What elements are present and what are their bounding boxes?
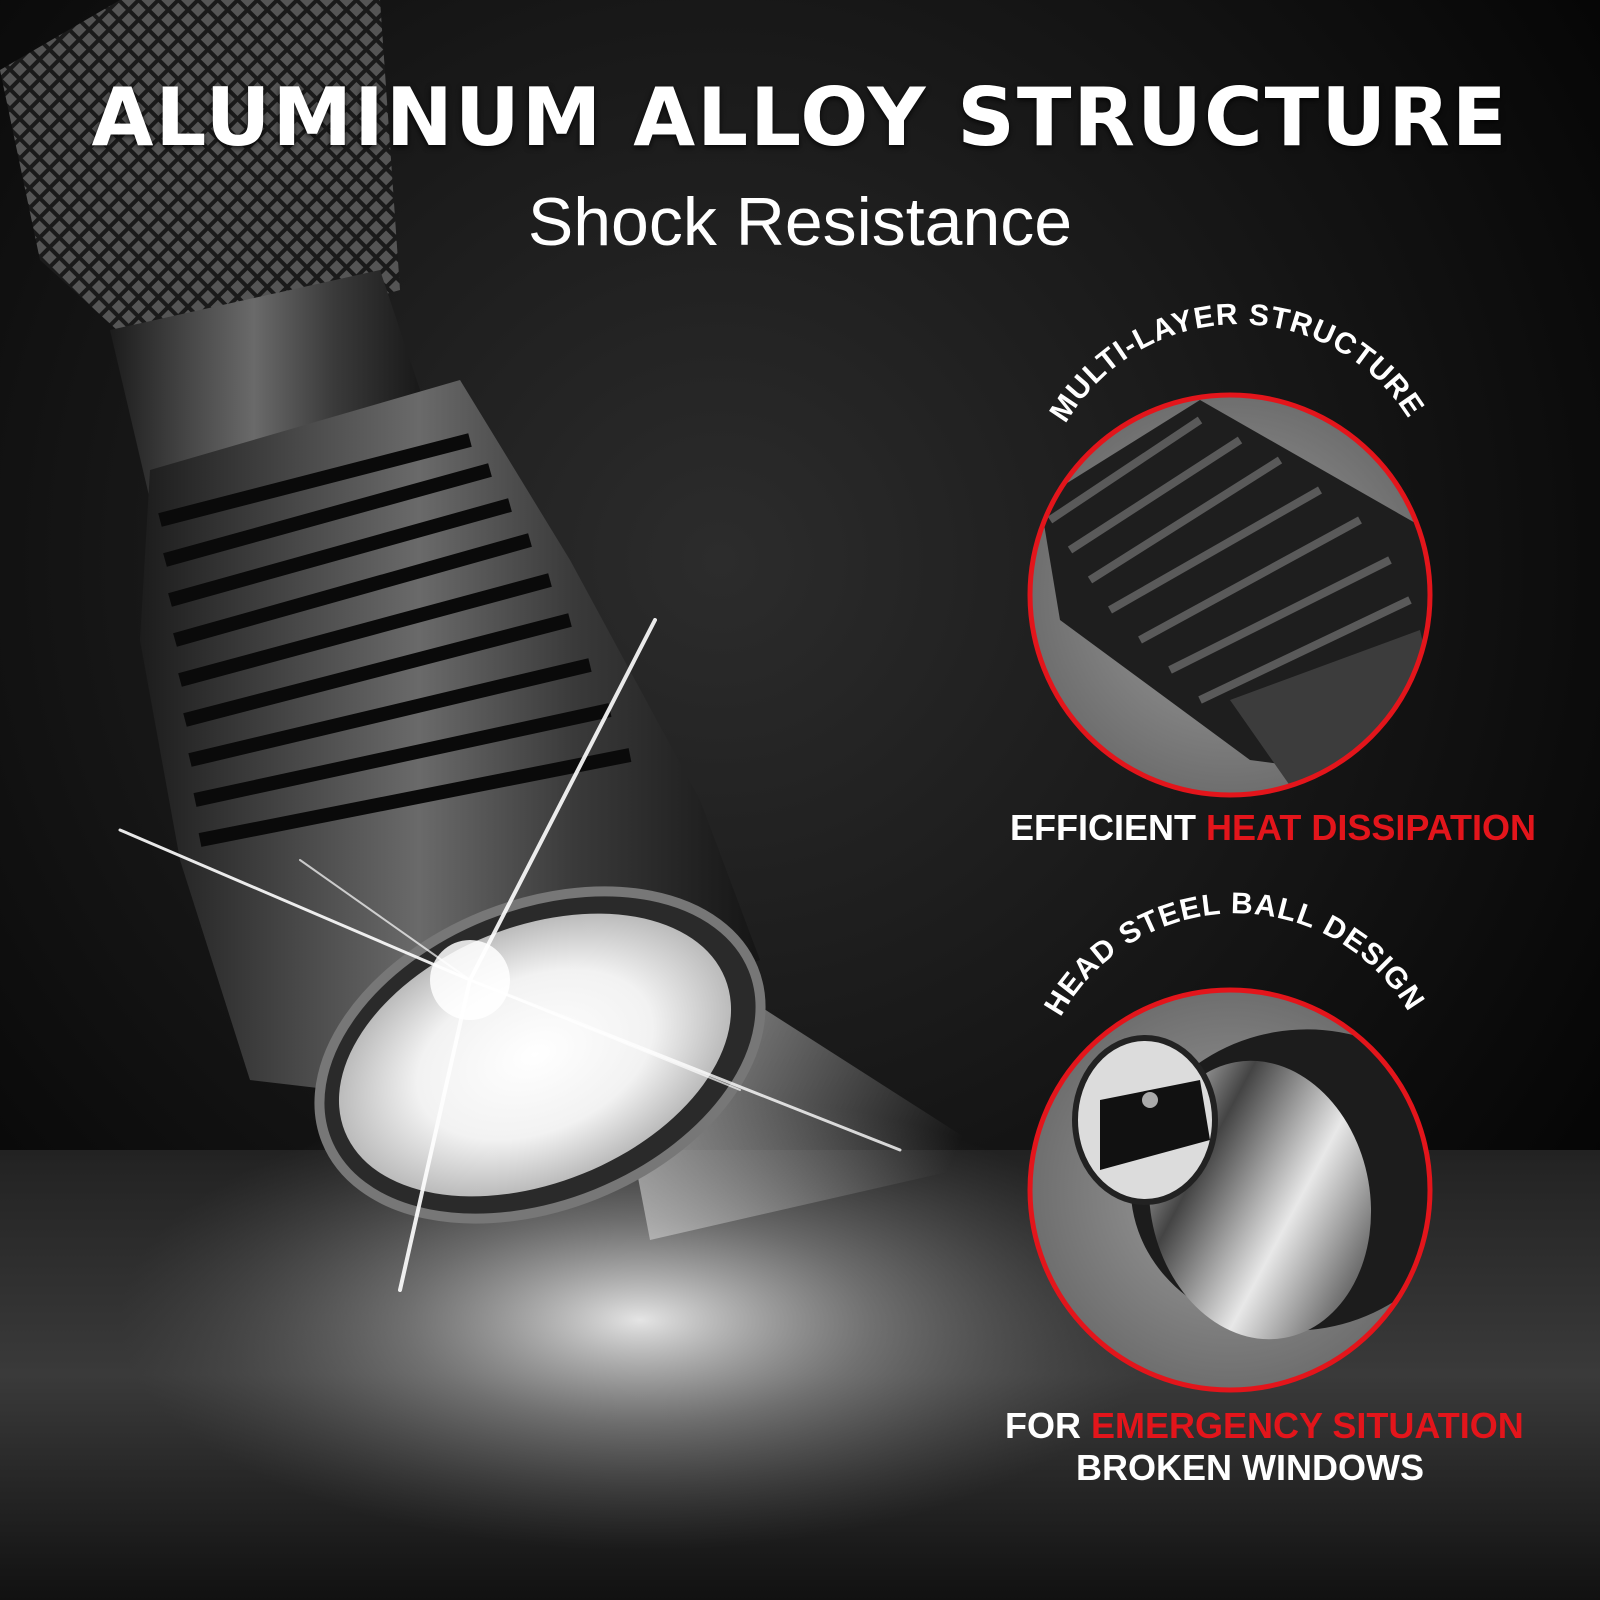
heat-sink-fins [158, 433, 632, 847]
caption-heat-white: EFFICIENT [1010, 807, 1196, 848]
caption-emergency-white: FOR [1005, 1405, 1081, 1446]
caption-heat-red: HEAT DISSIPATION [1206, 807, 1537, 848]
caption-emergency: FOR EMERGENCY SITUATION [1005, 1405, 1524, 1446]
flashlight-knurled-grip [0, 0, 400, 360]
page-subtitle: Shock Resistance [527, 184, 1073, 260]
caption-emergency-red: EMERGENCY SITUATION [1091, 1405, 1524, 1446]
caption-heat-dissipation: EFFICIENT HEAT DISSIPATION [1010, 807, 1536, 848]
page-title: ALUMINUM ALLOY STRUCTURE [91, 71, 1509, 164]
caption-broken-windows: BROKEN WINDOWS [1076, 1447, 1424, 1488]
floor-light-pool [120, 1090, 1160, 1550]
light-sparkle [118, 618, 902, 1292]
